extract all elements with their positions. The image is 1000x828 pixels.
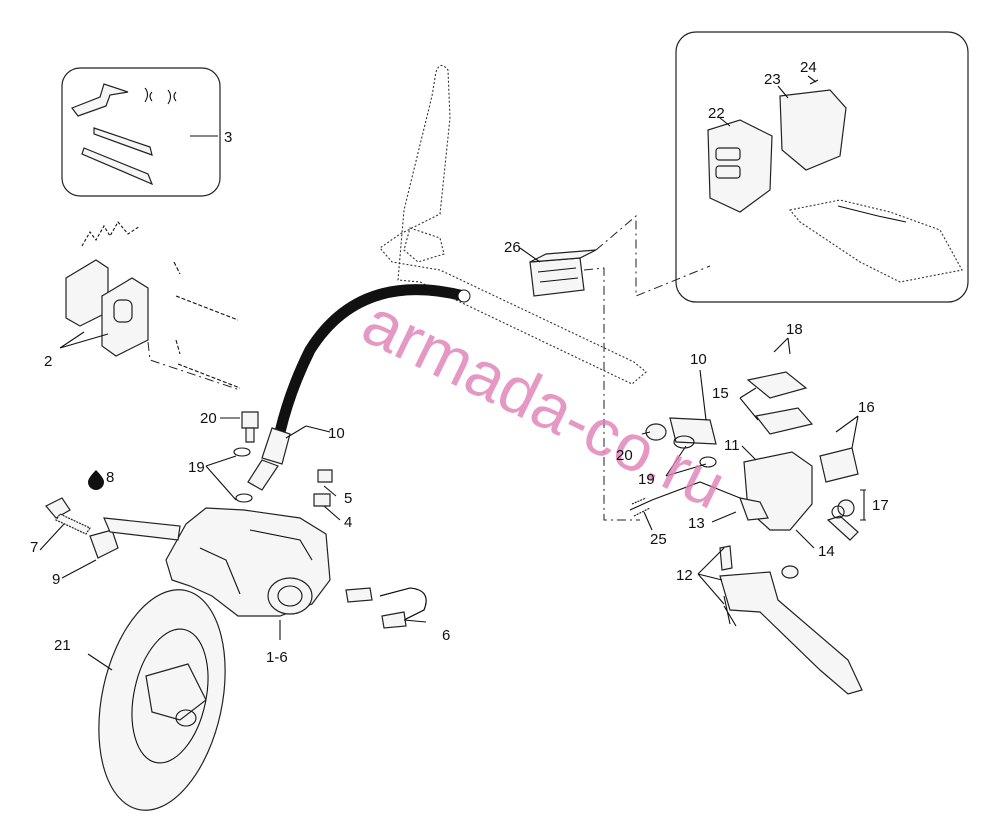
callout-labels: 3 2 20 19 10 8 5 4 7 9 6 1-6 21 26 24 23… <box>30 59 889 666</box>
callout-3: 3 <box>224 129 232 146</box>
callout-15: 15 <box>712 385 729 402</box>
connector-block <box>529 214 711 521</box>
cable-end <box>629 481 741 517</box>
callout-19-left: 19 <box>188 459 205 476</box>
callout-11: 11 <box>724 437 740 454</box>
callout-26: 26 <box>504 239 521 256</box>
brake-lever <box>719 571 863 695</box>
callout-6: 6 <box>442 627 450 644</box>
callout-1-6: 1-6 <box>266 649 288 666</box>
callout-8: 8 <box>106 469 114 486</box>
brake-caliper <box>165 469 333 617</box>
seal-ring-icon <box>831 505 845 519</box>
oil-drop-icon <box>88 470 104 490</box>
callout-14: 14 <box>818 543 835 560</box>
callout-16: 16 <box>858 399 875 416</box>
brake-hose <box>247 284 471 491</box>
callout-20-right: 20 <box>616 447 633 464</box>
mounting-bolt <box>45 497 181 559</box>
callout-7: 7 <box>30 539 38 556</box>
callout-10-right: 10 <box>690 351 707 368</box>
callout-17: 17 <box>872 497 889 514</box>
callout-20-left: 20 <box>200 410 217 427</box>
handlebar-outline <box>379 64 647 385</box>
left-banjo-bolt <box>233 411 259 503</box>
tool-kit-inset-frame <box>61 67 221 197</box>
leader-lines <box>39 75 866 671</box>
callout-12: 12 <box>676 567 693 584</box>
master-cylinder <box>645 371 859 579</box>
brake-line-pipe <box>345 587 427 629</box>
callout-4: 4 <box>344 514 352 531</box>
callout-13: 13 <box>688 515 705 532</box>
brake-disc <box>98 589 226 811</box>
switch-housing-parts <box>707 79 963 283</box>
callout-9: 9 <box>52 571 60 588</box>
callout-10-left: 10 <box>328 425 345 442</box>
tool-kit-parts <box>71 83 177 186</box>
callout-25: 25 <box>650 531 667 548</box>
callout-23: 23 <box>764 71 781 88</box>
callout-22: 22 <box>708 105 725 122</box>
callout-2: 2 <box>44 353 52 370</box>
callout-21: 21 <box>54 637 71 654</box>
callout-5: 5 <box>344 490 352 507</box>
callout-24: 24 <box>800 59 817 76</box>
callout-18: 18 <box>786 321 803 338</box>
switch-housing-inset-frame <box>675 31 969 303</box>
brake-pads <box>65 221 241 391</box>
callout-19-right: 19 <box>638 471 655 488</box>
